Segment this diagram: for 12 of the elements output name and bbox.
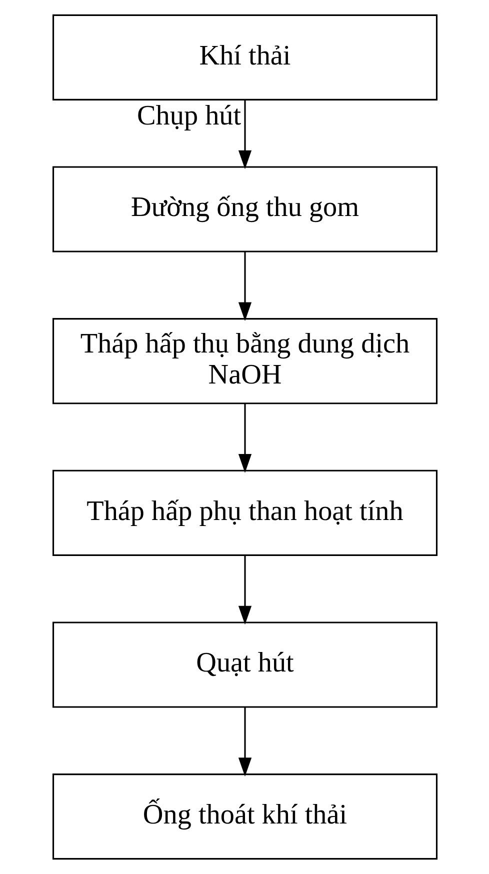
node-box: Đường ống thu gom [52,166,438,252]
node-box: Tháp hấp phụ than hoạt tính [52,470,438,556]
arrow [238,556,252,625]
node-box: Quạt hút [52,622,438,708]
node-box: Tháp hấp thụ bằng dung dịch NaOH [52,318,438,404]
node-box: Ống thoát khí thải [52,774,438,860]
arrow [238,707,252,776]
edge-label: Chụp hút [136,100,241,132]
arrow [238,404,252,473]
node-box: Khí thải [52,14,438,100]
arrow [238,252,252,321]
arrow [238,100,252,170]
